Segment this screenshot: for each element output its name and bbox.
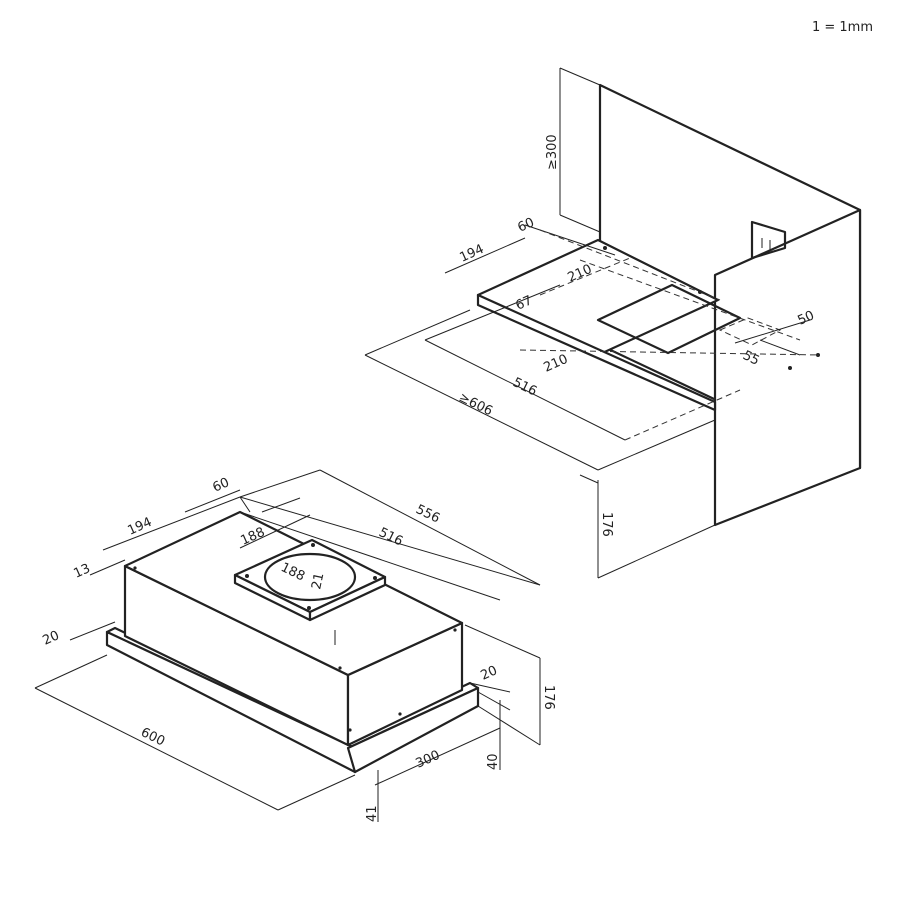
dim-front-20: 20 [41, 628, 62, 648]
dim-hood-body-length: 556 [413, 502, 442, 526]
dim-outlet-width: 50 [796, 308, 817, 328]
dim-cabinet-height: 176 [599, 512, 614, 537]
dim-cutout-width: 210 [542, 352, 571, 376]
side-panel [713, 208, 862, 527]
dim-rear-20: 20 [479, 663, 500, 683]
shelf-front [476, 293, 717, 412]
collar-opening [263, 552, 357, 602]
socket-icon [750, 220, 787, 260]
dim-panel-41: 41 [365, 805, 380, 822]
dim-outlet-depth: 55 [740, 348, 761, 369]
dim-cabinet-width: ≥606 [456, 390, 495, 419]
dim-cutout-offset: 67 [514, 293, 535, 313]
dim-hood-side-offset: 194 [126, 515, 155, 539]
dim-hood-height: 176 [541, 685, 556, 710]
cabinet-installation-diagram: ≥300 194 60 210 67 210 516 ≥606 50 55 17… [364, 67, 862, 579]
collar-side [308, 575, 387, 622]
scale-note: 1 = 1mm [811, 20, 873, 35]
dim-side-offset: 194 [458, 242, 487, 266]
dim-panel-40: 40 [486, 753, 501, 770]
dim-depth: 300 [414, 748, 443, 772]
dim-clearance-above: ≥300 [545, 134, 560, 170]
dim-cutout-length: 516 [510, 375, 539, 399]
hood-diagram: 194 60 13 556 516 188 188 21 20 600 176 … [34, 469, 556, 822]
dim-hood-side-offset-2: 60 [211, 475, 232, 495]
dim-side-offset-2: 60 [516, 215, 537, 235]
dim-collar-h: 21 [309, 572, 327, 591]
dim-total-width: 600 [138, 725, 167, 749]
dim-hood-edge-13: 13 [72, 561, 93, 581]
outlet-zone [718, 317, 782, 346]
dim-hood-inner-length: 516 [376, 525, 405, 549]
